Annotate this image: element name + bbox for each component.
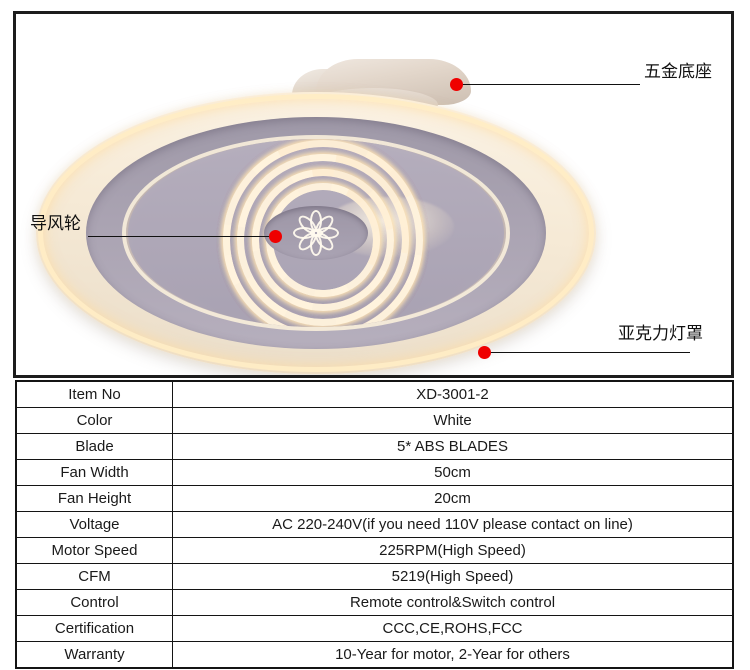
flower-rosette-icon bbox=[288, 210, 344, 256]
spec-value: CCC,CE,ROHS,FCC bbox=[172, 615, 734, 642]
callout-dot-acrylic-shade bbox=[477, 345, 491, 359]
callout-label-hardware-base: 五金底座 bbox=[644, 62, 712, 82]
spec-value: Remote control&Switch control bbox=[172, 589, 734, 616]
callout-line-acrylic-shade bbox=[484, 352, 690, 353]
callout-label-acrylic-shade: 亚克力灯罩 bbox=[618, 324, 703, 344]
spec-value: 20cm bbox=[172, 485, 734, 512]
table-row: Fan Height 20cm bbox=[15, 485, 734, 512]
spec-label: Voltage bbox=[15, 511, 173, 538]
fan-blade-assembly bbox=[128, 139, 504, 327]
table-row: Voltage AC 220-240V(if you need 110V ple… bbox=[15, 511, 734, 538]
table-row: Fan Width 50cm bbox=[15, 459, 734, 486]
spec-label: Motor Speed bbox=[15, 537, 173, 564]
table-row: CFM 5219(High Speed) bbox=[15, 563, 734, 590]
spec-label: Warranty bbox=[15, 641, 173, 669]
spec-value: XD-3001-2 bbox=[172, 380, 734, 408]
callout-dot-wind-guide bbox=[268, 229, 282, 243]
callout-dot-hardware-base bbox=[449, 77, 463, 91]
spec-label: Control bbox=[15, 589, 173, 616]
inner-rim bbox=[122, 135, 510, 331]
spec-label: CFM bbox=[15, 563, 173, 590]
spec-label: Color bbox=[15, 407, 173, 434]
rosette-center bbox=[309, 229, 323, 237]
spec-label: Certification bbox=[15, 615, 173, 642]
led-glow-ring bbox=[38, 94, 594, 372]
spec-value: 10-Year for motor, 2-Year for others bbox=[172, 641, 734, 669]
specification-table: Item No XD-3001-2 Color White Blade 5* A… bbox=[15, 380, 734, 669]
spec-label: Blade bbox=[15, 433, 173, 460]
callout-label-wind-guide: 导风轮 bbox=[30, 214, 81, 234]
spec-label: Fan Height bbox=[15, 485, 173, 512]
table-row: Color White bbox=[15, 407, 734, 434]
spec-label: Item No bbox=[15, 380, 173, 408]
ceiling-fan-fixture bbox=[36, 92, 596, 374]
spec-value: 50cm bbox=[172, 459, 734, 486]
callout-line-wind-guide bbox=[88, 236, 275, 237]
table-row: Item No XD-3001-2 bbox=[15, 380, 734, 408]
spec-value: White bbox=[172, 407, 734, 434]
product-photo bbox=[16, 14, 731, 375]
table-row: Control Remote control&Switch control bbox=[15, 589, 734, 616]
table-row: Blade 5* ABS BLADES bbox=[15, 433, 734, 460]
table-row: Certification CCC,CE,ROHS,FCC bbox=[15, 615, 734, 642]
spec-value: 5219(High Speed) bbox=[172, 563, 734, 590]
spec-value: 225RPM(High Speed) bbox=[172, 537, 734, 564]
fan-blade bbox=[223, 140, 423, 327]
table-row: Motor Speed 225RPM(High Speed) bbox=[15, 537, 734, 564]
table-row: Warranty 10-Year for motor, 2-Year for o… bbox=[15, 641, 734, 669]
spec-value: AC 220-240V(if you need 110V please cont… bbox=[172, 511, 734, 538]
spec-label: Fan Width bbox=[15, 459, 173, 486]
callout-line-hardware-base bbox=[456, 84, 640, 85]
spec-value: 5* ABS BLADES bbox=[172, 433, 734, 460]
product-image-frame bbox=[13, 11, 734, 378]
spec-table-body: Item No XD-3001-2 Color White Blade 5* A… bbox=[15, 380, 734, 669]
